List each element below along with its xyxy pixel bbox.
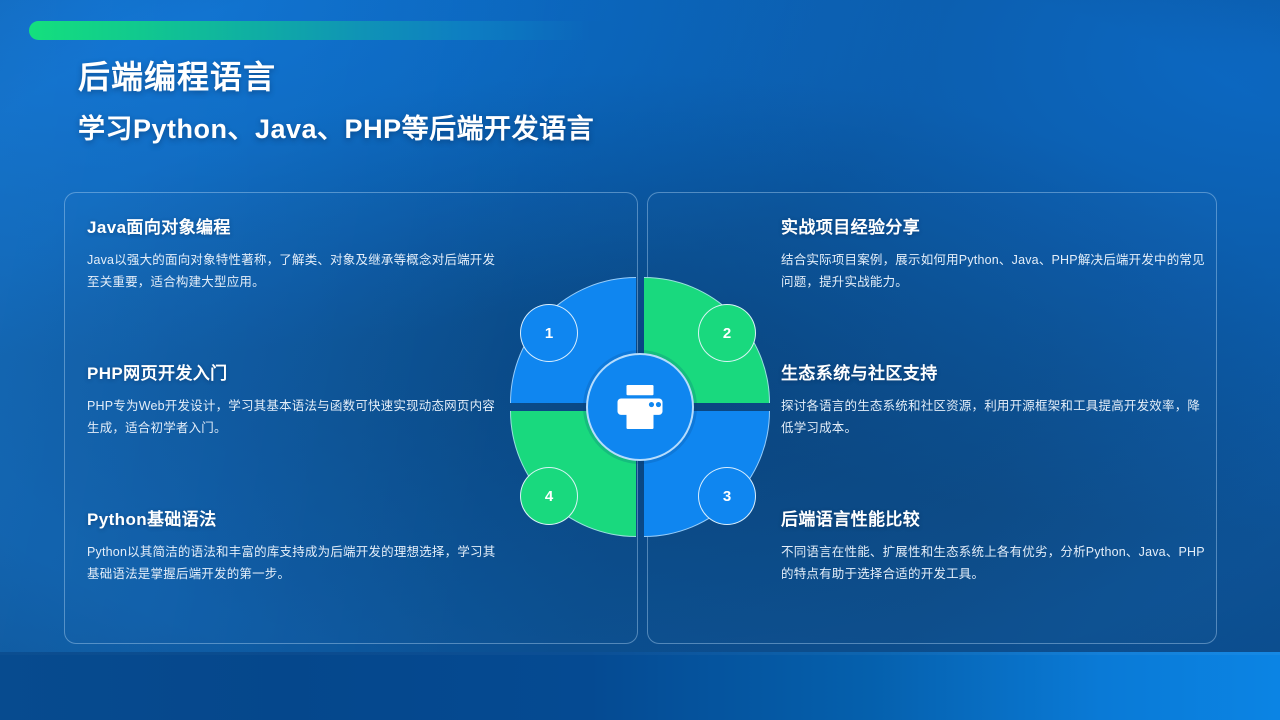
block-body: 探讨各语言的生态系统和社区资源，利用开源框架和工具提高开发效率，降低学习成本。 xyxy=(781,399,1201,435)
block-body: 不同语言在性能、扩展性和生态系统上各有优劣，分析Python、Java、PHP的… xyxy=(781,545,1205,581)
content-block-project-experience: 实战项目经验分享 结合实际项目案例，展示如何用Python、Java、PHP解决… xyxy=(781,213,1211,293)
block-title: 生态系统与社区支持 xyxy=(781,364,938,383)
center-diagram: 1 2 3 4 xyxy=(510,277,770,537)
block-body: PHP专为Web开发设计，学习其基本语法与函数可快速实现动态网页内容生成，适合初… xyxy=(87,399,495,435)
block-title: Python基础语法 xyxy=(87,510,217,529)
diagram-badge-1[interactable]: 1 xyxy=(520,304,578,362)
diagram-badge-3[interactable]: 3 xyxy=(698,467,756,525)
printer-icon xyxy=(613,380,667,434)
content-block-php: PHP网页开发入门 PHP专为Web开发设计，学习其基本语法与函数可快速实现动态… xyxy=(87,359,507,439)
slide-header: 后端编程语言 学习Python、Java、PHP等后端开发语言 xyxy=(78,59,838,145)
page-subtitle: 学习Python、Java、PHP等后端开发语言 xyxy=(78,114,595,145)
content-block-java: Java面向对象编程 Java以强大的面向对象特性著称，了解类、对象及继承等概念… xyxy=(87,213,507,293)
block-body: Java以强大的面向对象特性著称，了解类、对象及继承等概念对后端开发至关重要，适… xyxy=(87,253,496,289)
block-body: 结合实际项目案例，展示如何用Python、Java、PHP解决后端开发中的常见问… xyxy=(781,253,1205,289)
block-body: Python以其简洁的语法和丰富的库支持成为后端开发的理想选择，学习其基础语法是… xyxy=(87,545,496,581)
right-content-card: 实战项目经验分享 结合实际项目案例，展示如何用Python、Java、PHP解决… xyxy=(647,192,1217,644)
page-title: 后端编程语言 xyxy=(78,59,277,95)
content-block-performance: 后端语言性能比较 不同语言在性能、扩展性和生态系统上各有优劣，分析Python、… xyxy=(781,505,1211,585)
content-block-ecosystem: 生态系统与社区支持 探讨各语言的生态系统和社区资源，利用开源框架和工具提高开发效… xyxy=(781,359,1211,439)
left-content-card: Java面向对象编程 Java以强大的面向对象特性著称，了解类、对象及继承等概念… xyxy=(64,192,638,644)
diagram-center-hub xyxy=(586,353,694,461)
content-block-python: Python基础语法 Python以其简洁的语法和丰富的库支持成为后端开发的理想… xyxy=(87,505,507,585)
block-title: 实战项目经验分享 xyxy=(781,218,921,237)
block-title: PHP网页开发入门 xyxy=(87,364,228,383)
bottom-accent-band xyxy=(0,652,1280,720)
diagram-badge-2[interactable]: 2 xyxy=(698,304,756,362)
diagram-badge-4[interactable]: 4 xyxy=(520,467,578,525)
top-accent-bar xyxy=(29,21,669,40)
block-title: 后端语言性能比较 xyxy=(781,510,921,529)
block-title: Java面向对象编程 xyxy=(87,218,231,237)
